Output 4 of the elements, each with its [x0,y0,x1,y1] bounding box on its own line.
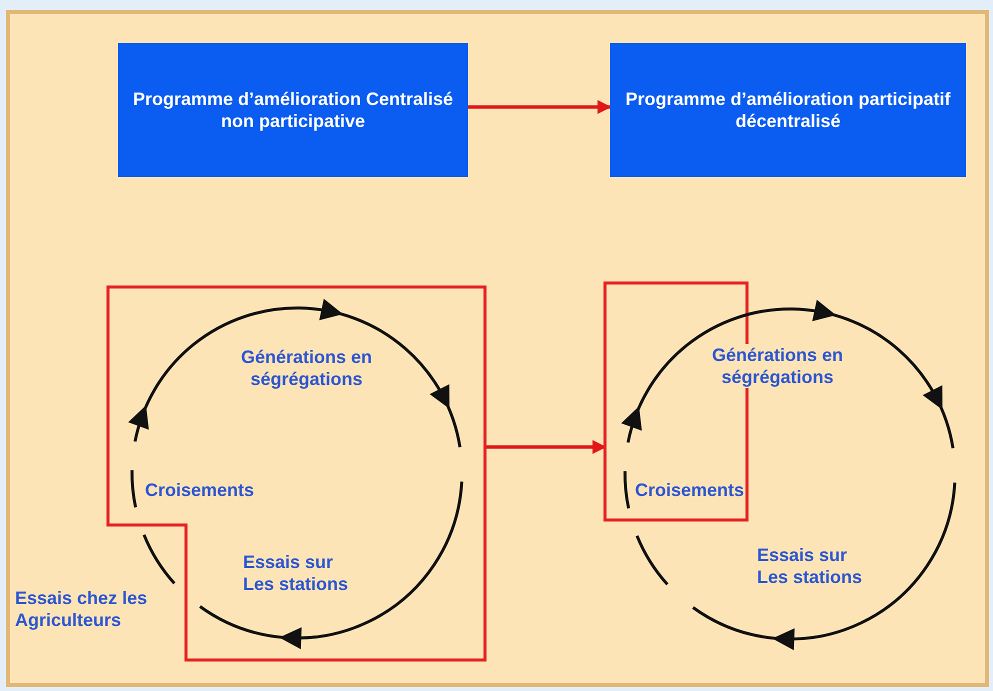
arrow [485,440,606,454]
program-box: Programme d’amélioration participatif décentralisé [610,43,966,177]
program-box: Programme d’amélioration Centralisé non participative [118,43,468,177]
arrow [468,100,612,114]
